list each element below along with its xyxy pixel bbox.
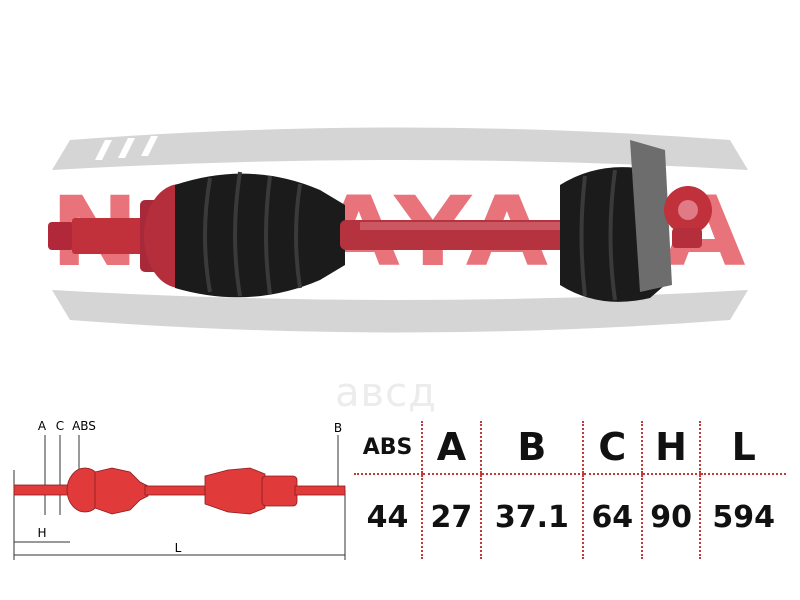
spec-value-l: 594 — [699, 474, 786, 559]
logo-band-bottom — [52, 290, 748, 333]
spec-value-c: 64 — [581, 474, 642, 559]
dim-label-l: L — [175, 541, 182, 555]
spec-header-c: C — [581, 421, 642, 475]
spec-header-abs: ABS — [354, 421, 423, 475]
spec-header-row: ABS A B C H L — [354, 421, 786, 475]
spec-header-b: B — [479, 421, 583, 475]
drive-shaft — [48, 140, 712, 302]
spec-value-a: 27 — [421, 474, 481, 559]
spec-header-h: H — [640, 421, 701, 475]
dim-label-abs: ABS — [72, 419, 96, 433]
spec-value-b: 37.1 — [479, 474, 583, 559]
spec-value-h: 90 — [640, 474, 701, 559]
dim-label-b: B — [334, 421, 342, 435]
spec-header-a: A — [421, 421, 481, 475]
watermark-text: авсд — [335, 370, 437, 416]
spec-value-abs: 44 — [366, 499, 409, 535]
dim-label-a: A — [38, 419, 47, 433]
logo-band-top — [52, 127, 748, 170]
dimension-diagram: A C ABS B H L — [13, 419, 346, 560]
spec-table: ABS A B C H L 44 27 37.1 64 90 594 — [354, 421, 786, 559]
spec-value-row: 44 27 37.1 64 90 594 — [354, 474, 786, 559]
logo-band-stripes — [95, 136, 158, 160]
dim-label-h: H — [37, 526, 46, 540]
diagram-shaft — [13, 467, 346, 515]
spec-header-l: L — [699, 421, 786, 475]
product-image: NAKAYAMA — [48, 127, 748, 333]
dim-label-c: C — [56, 419, 64, 433]
